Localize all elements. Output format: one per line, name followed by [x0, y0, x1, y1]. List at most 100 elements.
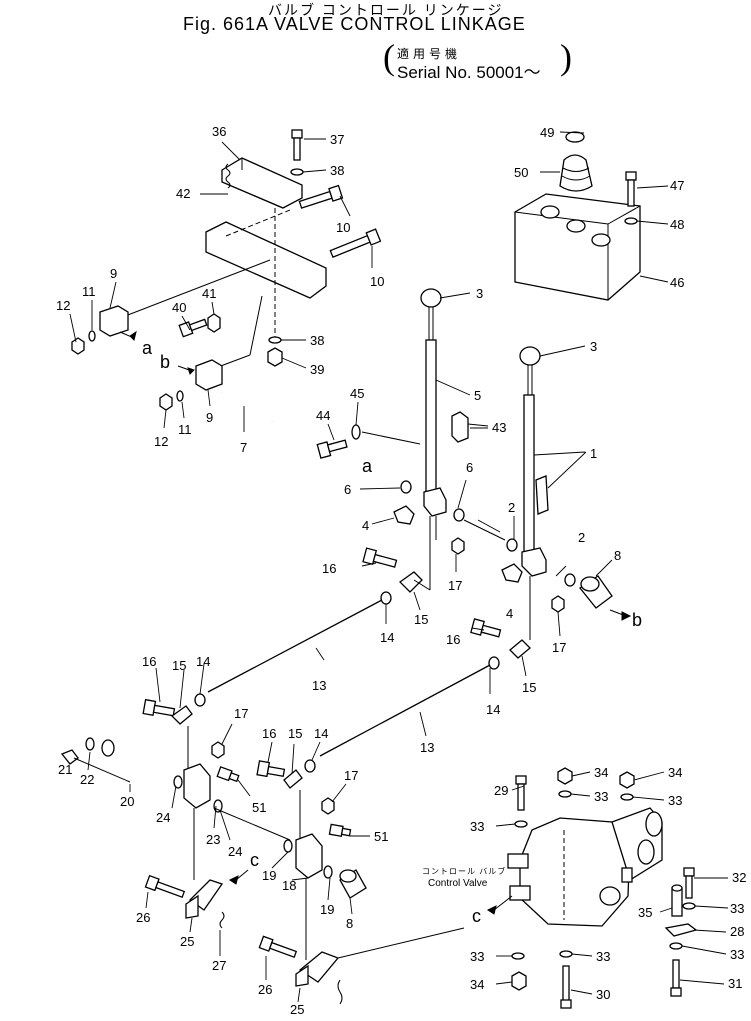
callout-34-c: 34 — [470, 977, 484, 992]
callout-39: 39 — [310, 362, 324, 377]
nut-14-a — [380, 591, 392, 605]
lower-left-linkage — [60, 726, 291, 929]
callout-30: 30 — [596, 987, 610, 1002]
callout-48: 48 — [670, 217, 684, 232]
callout-33-e: 33 — [596, 949, 610, 964]
callout-3-a: 3 — [476, 286, 483, 301]
callout-23: 23 — [206, 832, 220, 847]
callout-6-b: 6 — [466, 460, 473, 475]
bolt-16-d — [256, 760, 286, 778]
nut-14-d — [304, 759, 316, 773]
joint-15-a — [398, 571, 423, 593]
callout-16-c: 16 — [142, 654, 156, 669]
callout-7: 7 — [240, 440, 247, 455]
callout-38-b: 38 — [310, 333, 324, 348]
bolt-30 — [560, 965, 572, 1009]
callout-37: 37 — [330, 132, 344, 147]
bolt-21 — [60, 749, 79, 765]
callout-26-a: 26 — [136, 910, 150, 925]
nut-17-c — [211, 741, 225, 759]
callout-41: 41 — [202, 286, 216, 301]
callout-38-a: 38 — [330, 163, 344, 178]
washer-33-a — [514, 820, 528, 828]
callout-16-b: 16 — [446, 632, 460, 647]
lever-1 — [523, 394, 535, 556]
lever-5-assembly — [316, 288, 506, 590]
knob-3-right — [519, 346, 541, 366]
knob-3-left — [420, 288, 442, 308]
plate-28 — [664, 923, 698, 937]
figure-title: Fig. 661A VALVE CONTROL LINKAGE — [183, 14, 526, 34]
rod-13-lower — [319, 664, 491, 757]
callout-25-a: 25 — [180, 934, 194, 949]
shaft-20 — [101, 739, 185, 782]
callout-14-c: 14 — [196, 654, 210, 669]
callout-16-d: 16 — [262, 726, 276, 741]
callout-29: 29 — [494, 783, 508, 798]
washer-19-b — [323, 865, 333, 879]
callout-4-b: 4 — [506, 606, 513, 621]
nut-12-lower — [159, 393, 173, 411]
bolt-47 — [625, 171, 637, 207]
callout-14-a: 14 — [380, 630, 394, 645]
callout-9-b: 9 — [206, 410, 213, 425]
arm-18 — [295, 833, 323, 879]
callout-2-a: 2 — [508, 500, 515, 515]
callout-17-a: 17 — [448, 578, 462, 593]
washer-24-a — [173, 775, 183, 789]
bolt-26-b — [258, 935, 298, 958]
rod-13-upper-assembly — [142, 547, 431, 725]
bolt-10-upper — [298, 184, 344, 209]
washer-11-lower — [176, 390, 184, 402]
bolt-26-a — [144, 874, 186, 898]
callout-15-a: 15 — [414, 612, 428, 627]
callout-36: 36 — [212, 124, 226, 139]
marker-a-upper: a — [142, 338, 153, 358]
washer-33-c — [620, 793, 634, 801]
mounting-bracket-assembly — [71, 129, 382, 423]
callout-17-b: 17 — [552, 640, 566, 655]
callout-13-b: 13 — [420, 740, 434, 755]
lever-5 — [425, 339, 437, 495]
lower-middle-linkage — [258, 790, 465, 1005]
callout-13-a: 13 — [312, 678, 326, 693]
bolt-16-c — [142, 698, 176, 717]
nut-17-right-upper — [551, 595, 565, 613]
callout-10-b: 10 — [370, 274, 384, 289]
control-valve-body — [519, 817, 631, 927]
callout-51-a: 51 — [252, 800, 266, 815]
marker-b-upper: b — [160, 352, 170, 372]
washer-33-b — [558, 790, 572, 798]
callout-33-b: 33 — [594, 789, 608, 804]
callout-15-c: 15 — [172, 658, 186, 673]
bolt-16-b — [470, 618, 502, 638]
title-japanese: バルブ コントロール リンケージ — [268, 2, 504, 18]
callout-15-b: 15 — [522, 680, 536, 695]
callout-4-a: 4 — [362, 518, 369, 533]
callout-14-d: 14 — [314, 726, 328, 741]
callout-2-b: 2 — [578, 530, 585, 545]
bolt-32 — [683, 867, 695, 899]
pin-7 — [221, 391, 273, 423]
stopper-4-left — [393, 505, 415, 525]
callout-24-a: 24 — [156, 810, 170, 825]
nut-12-upper — [71, 337, 85, 355]
control-valve-assembly — [229, 767, 698, 1009]
marker-c-upper: c — [250, 850, 259, 870]
callout-45: 45 — [350, 386, 364, 401]
washer-2-left — [506, 538, 518, 552]
arm-23 — [183, 763, 211, 809]
callout-17-c: 17 — [234, 706, 248, 721]
callout-11-b: 11 — [178, 422, 192, 437]
callout-34-a: 34 — [594, 765, 608, 780]
cover-assembly — [514, 131, 641, 301]
rod-13-lower-assembly — [256, 618, 531, 789]
nut-34-c — [511, 971, 527, 991]
callout-9-a: 9 — [110, 266, 117, 281]
washer-48 — [624, 217, 638, 225]
callout-25-b: 25 — [290, 1002, 304, 1017]
bracket-43 — [451, 411, 469, 443]
callout-35: 35 — [638, 905, 652, 920]
washer-2-right — [564, 573, 576, 587]
